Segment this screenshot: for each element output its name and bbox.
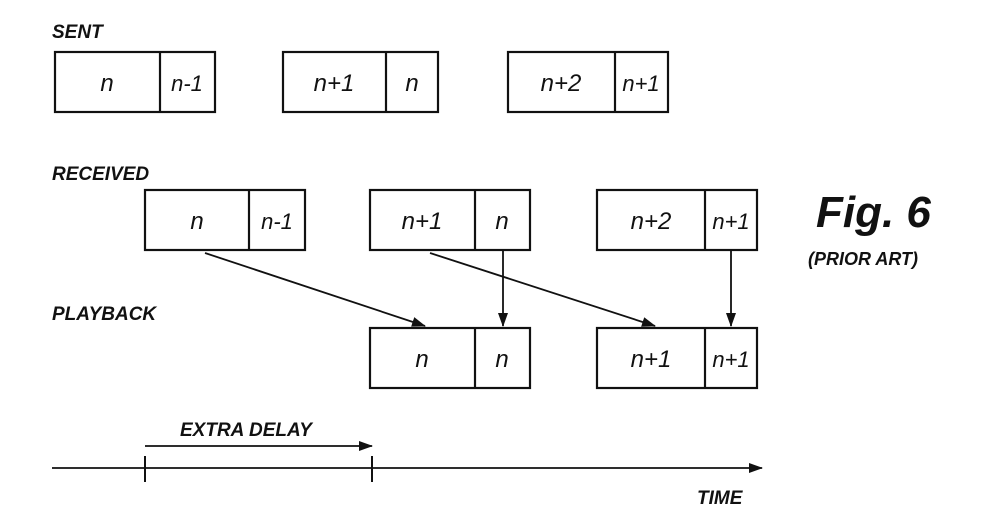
received-packet-3: n+2 n+1 (595, 188, 759, 252)
playback-packet-1-main: n (415, 346, 428, 373)
received-packet-3-prev: n+1 (712, 209, 749, 234)
sent-packet-3: n+2 n+1 (506, 50, 670, 114)
received-row-label: RECEIVED (52, 164, 149, 185)
sent-row-label: SENT (52, 22, 104, 43)
time-axis-label: TIME (697, 488, 744, 509)
received-packet-1-prev: n-1 (261, 209, 293, 234)
extra-delay-label: EXTRA DELAY (180, 420, 314, 441)
playback-packet-2-main: n+1 (631, 346, 672, 373)
sent-packet-1-main: n (100, 70, 113, 97)
received-packet-2-main: n+1 (402, 208, 443, 235)
playback-packet-1-prev: n (495, 346, 508, 373)
playback-packet-2-prev: n+1 (712, 347, 749, 372)
arrow-received2-to-playback2 (429, 252, 656, 327)
sent-packet-3-prev: n+1 (622, 71, 659, 96)
received-packet-1-main: n (190, 208, 203, 235)
sent-packet-1: n n-1 (53, 50, 217, 114)
received-packet-3-main: n+2 (631, 208, 672, 235)
sent-packet-2-main: n+1 (314, 70, 355, 97)
received-packet-2-prev: n (495, 208, 508, 235)
arrow-received1-to-playback1 (204, 252, 426, 327)
sent-packet-3-main: n+2 (541, 70, 582, 97)
figure-title: Fig. 6 (816, 188, 931, 237)
received-packet-2: n+1 n (368, 188, 532, 252)
sent-packet-2-prev: n (405, 70, 418, 97)
received-packet-1: n n-1 (143, 188, 307, 252)
sent-packet-1-prev: n-1 (171, 71, 203, 96)
playback-row-label: PLAYBACK (52, 304, 157, 325)
figure-subtitle: (PRIOR ART) (808, 249, 918, 269)
playback-packet-1: n n (368, 326, 532, 390)
playback-packet-2: n+1 n+1 (595, 326, 759, 390)
sent-packet-2: n+1 n (281, 50, 440, 114)
